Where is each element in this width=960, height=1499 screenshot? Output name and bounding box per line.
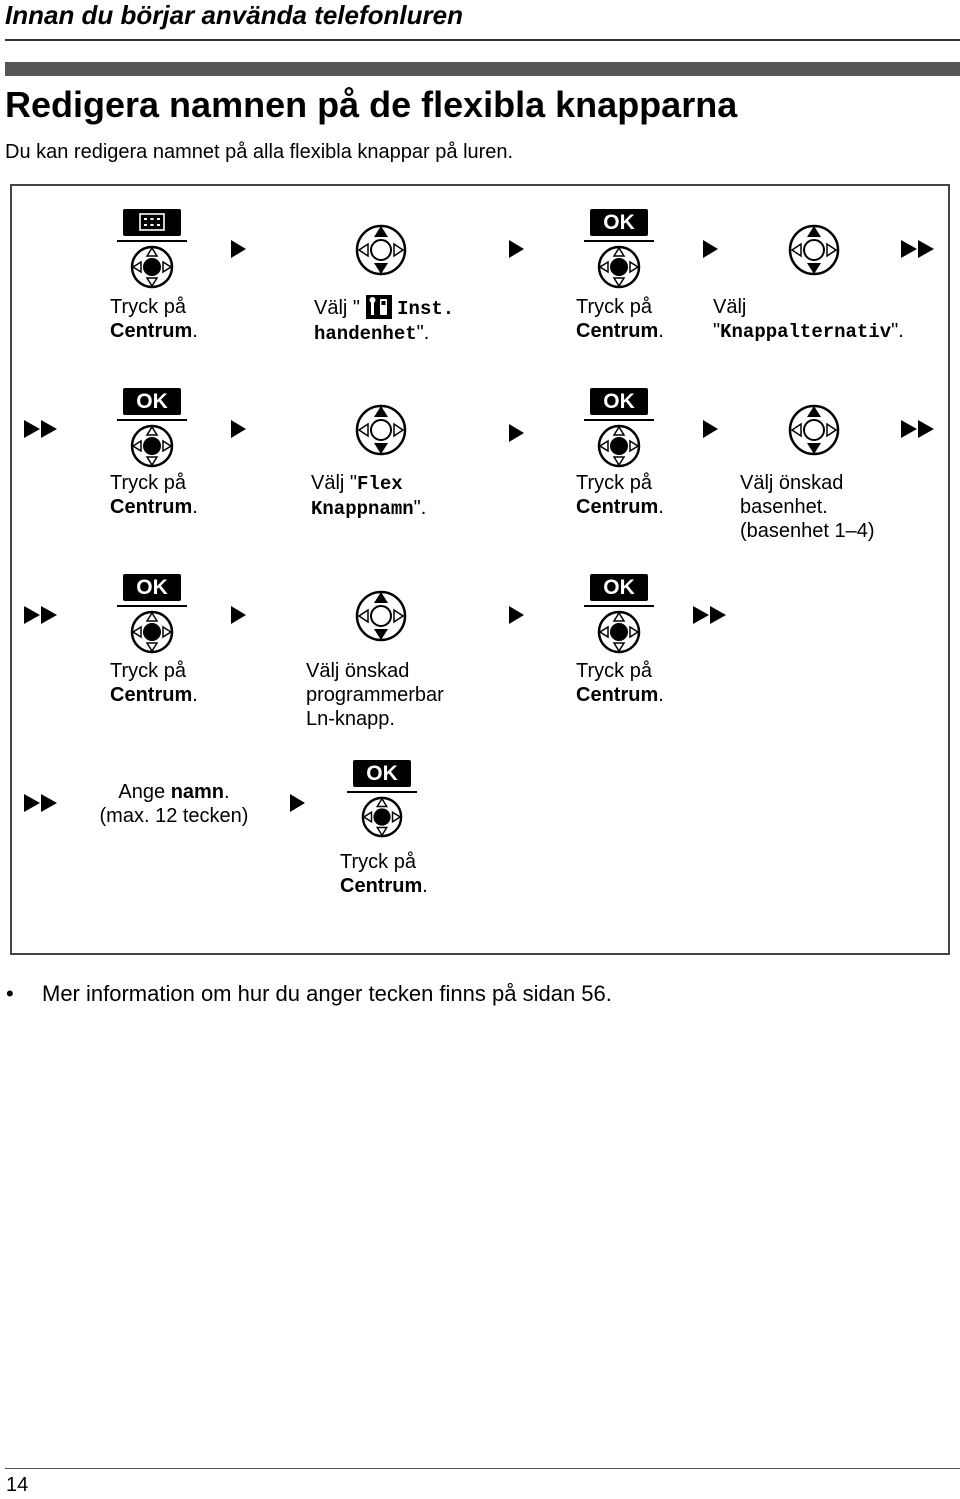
continue-double-arrow-icon [24, 794, 60, 812]
ok-button: OK [590, 209, 648, 236]
menu-button [123, 209, 181, 236]
joystick-center-press-icon [596, 244, 642, 290]
next-step-arrow-icon [509, 240, 524, 258]
next-step-arrow-icon [509, 606, 524, 624]
ok-button: OK [123, 574, 181, 601]
next-step-arrow-icon [509, 424, 524, 442]
continue-double-arrow-icon [24, 420, 60, 438]
ok-button: OK [590, 574, 648, 601]
continue-double-arrow-icon [693, 606, 729, 624]
next-step-arrow-icon [231, 240, 246, 258]
joystick-center-press-icon [129, 609, 175, 655]
step-enter-name: Ange namn.(max. 12 tecken) [99, 781, 249, 827]
navigator-select-icon [354, 403, 408, 457]
next-step-arrow-icon [290, 794, 305, 812]
ok-button: OK [353, 760, 411, 787]
navigator-select-icon [354, 589, 408, 643]
soft-key-underline [584, 419, 654, 421]
next-step-arrow-icon [231, 420, 246, 438]
handset-settings-icon [365, 295, 392, 319]
footer-rule [5, 1468, 960, 1469]
ok-button: OK [123, 388, 181, 415]
soft-key-underline [347, 791, 417, 793]
section-title: Redigera namnen på de flexibla knapparna [5, 84, 738, 125]
next-step-arrow-icon [703, 420, 718, 438]
joystick-center-press-icon [596, 423, 642, 469]
soft-key-underline [584, 605, 654, 607]
ok-button: OK [590, 388, 648, 415]
menu-grid-icon [139, 213, 165, 231]
navigator-select-icon [354, 223, 408, 277]
soft-key-underline [117, 419, 187, 421]
next-step-arrow-icon [703, 240, 718, 258]
joystick-center-press-icon [129, 423, 175, 469]
soft-key-underline [117, 605, 187, 607]
section-intro: Du kan redigera namnet på alla flexibla … [5, 141, 514, 163]
continue-double-arrow-icon [901, 420, 937, 438]
step-select-knappalternativ: Välj"Knappalternativ". [713, 296, 904, 343]
step-select-inst-handenhet: Välj " Inst.handenhet". [314, 295, 455, 345]
navigator-select-icon [787, 403, 841, 457]
footnote-text: Mer information om hur du anger tecken f… [42, 981, 612, 1006]
next-step-arrow-icon [231, 606, 246, 624]
footnote-bullet: • [6, 981, 14, 1006]
joystick-center-press-icon [129, 244, 175, 290]
section-title-bar [5, 62, 960, 76]
soft-key-underline [584, 240, 654, 242]
navigator-select-icon [787, 223, 841, 277]
continue-double-arrow-icon [901, 240, 937, 258]
page-number: 14 [6, 1474, 29, 1496]
soft-key-underline [117, 240, 187, 242]
header-rule [5, 39, 960, 41]
joystick-center-press-icon [360, 795, 404, 839]
procedure-frame [10, 184, 950, 955]
joystick-center-press-icon [596, 609, 642, 655]
running-title: Innan du börjar använda telefonluren [5, 0, 463, 30]
continue-double-arrow-icon [24, 606, 60, 624]
